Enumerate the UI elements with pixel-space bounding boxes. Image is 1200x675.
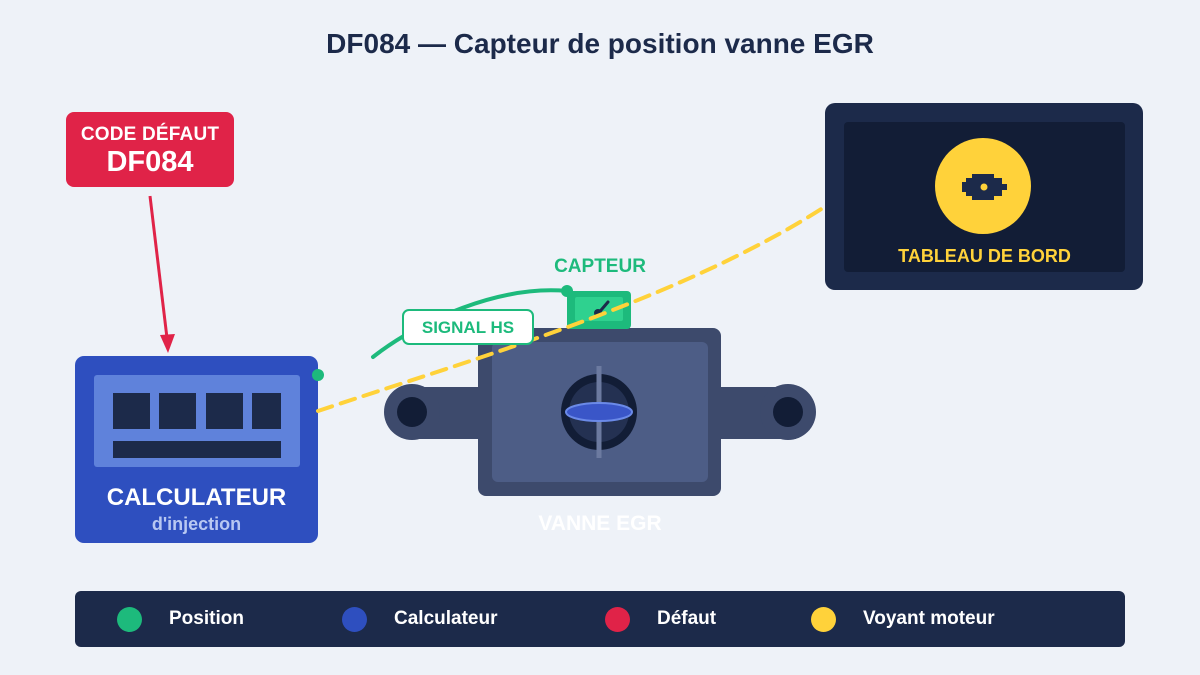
signal-hs-tag — [402, 309, 534, 345]
ecu-connector — [312, 369, 324, 381]
signal-wire — [371, 288, 569, 359]
engine-warning-icon — [935, 138, 1031, 234]
ecu-panel — [94, 375, 300, 467]
ecu-chip — [206, 393, 243, 429]
legend-dot-icon — [811, 607, 836, 632]
legend-dot-icon — [117, 607, 142, 632]
ecu-subtitle: d'injection — [151, 514, 242, 534]
page-title: DF084 — Capteur de position vanne EGR — [326, 28, 874, 59]
ecu-name: CALCULATEUR — [106, 484, 287, 511]
legend-label: Défaut — [657, 608, 717, 629]
wire-node — [561, 285, 573, 297]
defect-arrow — [148, 195, 169, 339]
sensor-label: CAPTEUR — [554, 256, 646, 277]
legend-dot-icon — [605, 607, 630, 632]
ecu-chip — [159, 393, 196, 429]
sensor-capteur — [567, 291, 631, 329]
legend-label: Voyant moteur — [863, 608, 995, 629]
defect-code-box: CODE DÉFAUT DF084 — [66, 112, 234, 187]
warning-link — [316, 204, 828, 413]
arrow-head — [160, 334, 175, 353]
ecu-calculateur: CALCULATEUR d'injection — [75, 356, 318, 543]
legend-dot-icon — [342, 607, 367, 632]
ecu-chip — [113, 393, 150, 429]
legend-label: Position — [169, 608, 244, 629]
dashboard-label: TABLEAU DE BORD — [898, 246, 1071, 266]
ecu-chip — [252, 393, 281, 429]
ecu-bar — [113, 441, 281, 458]
valve-label: VANNE EGR — [538, 512, 661, 535]
defect-code: DF084 — [106, 146, 194, 178]
signal-hs-label: SIGNAL HS — [422, 318, 514, 337]
egr-valve — [384, 328, 816, 496]
defect-label: CODE DÉFAUT — [80, 124, 220, 145]
legend-label: Calculateur — [394, 608, 498, 629]
legend: Position Calculateur Défaut Voyant moteu… — [75, 591, 1125, 647]
